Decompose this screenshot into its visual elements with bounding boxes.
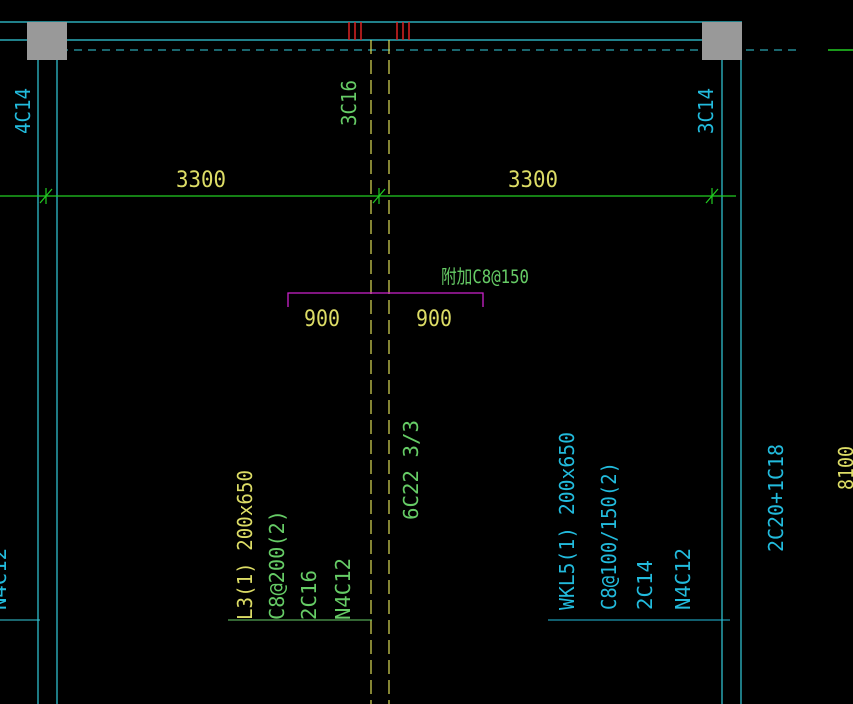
left-wall	[37, 22, 58, 704]
beam-bottom-rebar-label: 6C22 3/3	[399, 420, 423, 520]
right-column[interactable]	[702, 22, 742, 60]
stirrup-dim-right-label: 900	[416, 307, 452, 332]
wkl5-name-label: WKL5(1) 200x650	[555, 432, 579, 610]
center-beam[interactable]	[370, 40, 390, 704]
stirrup-dim-left-label: 900	[304, 307, 340, 332]
left-column[interactable]	[27, 22, 67, 60]
l3-side-label: N4C12	[331, 558, 355, 620]
right-wall-rebar-label: 2C20+1C18	[764, 444, 788, 552]
dim-right-label: 3300	[508, 168, 558, 193]
right-col-rebar-label: 3C14	[694, 88, 718, 134]
left-col-rebar-label: 4C14	[11, 88, 35, 134]
stirrup-bracket	[287, 292, 484, 307]
wkl5-top-label: 2C14	[633, 560, 657, 610]
right-wall	[721, 22, 742, 704]
dim-left-label: 3300	[176, 168, 226, 193]
l3-top-label: 2C16	[297, 570, 321, 620]
top-beam-rebar-label: 3C16	[337, 80, 361, 126]
far-right-partial-label: 8100	[834, 446, 853, 490]
far-left-partial-label: N4C12	[0, 548, 11, 610]
wkl5-stirrup-label: C8@100/150(2)	[597, 462, 621, 610]
l3-name-label: L3(1) 200x650	[233, 470, 257, 620]
l3-stirrup-label: C8@200(2)	[265, 510, 289, 620]
dimension-line	[0, 188, 736, 204]
top-wall	[0, 21, 742, 41]
additional-stirrup-label: 附加C8@150	[441, 266, 529, 288]
wkl5-side-label: N4C12	[671, 548, 695, 610]
red-break-marks	[348, 22, 410, 40]
